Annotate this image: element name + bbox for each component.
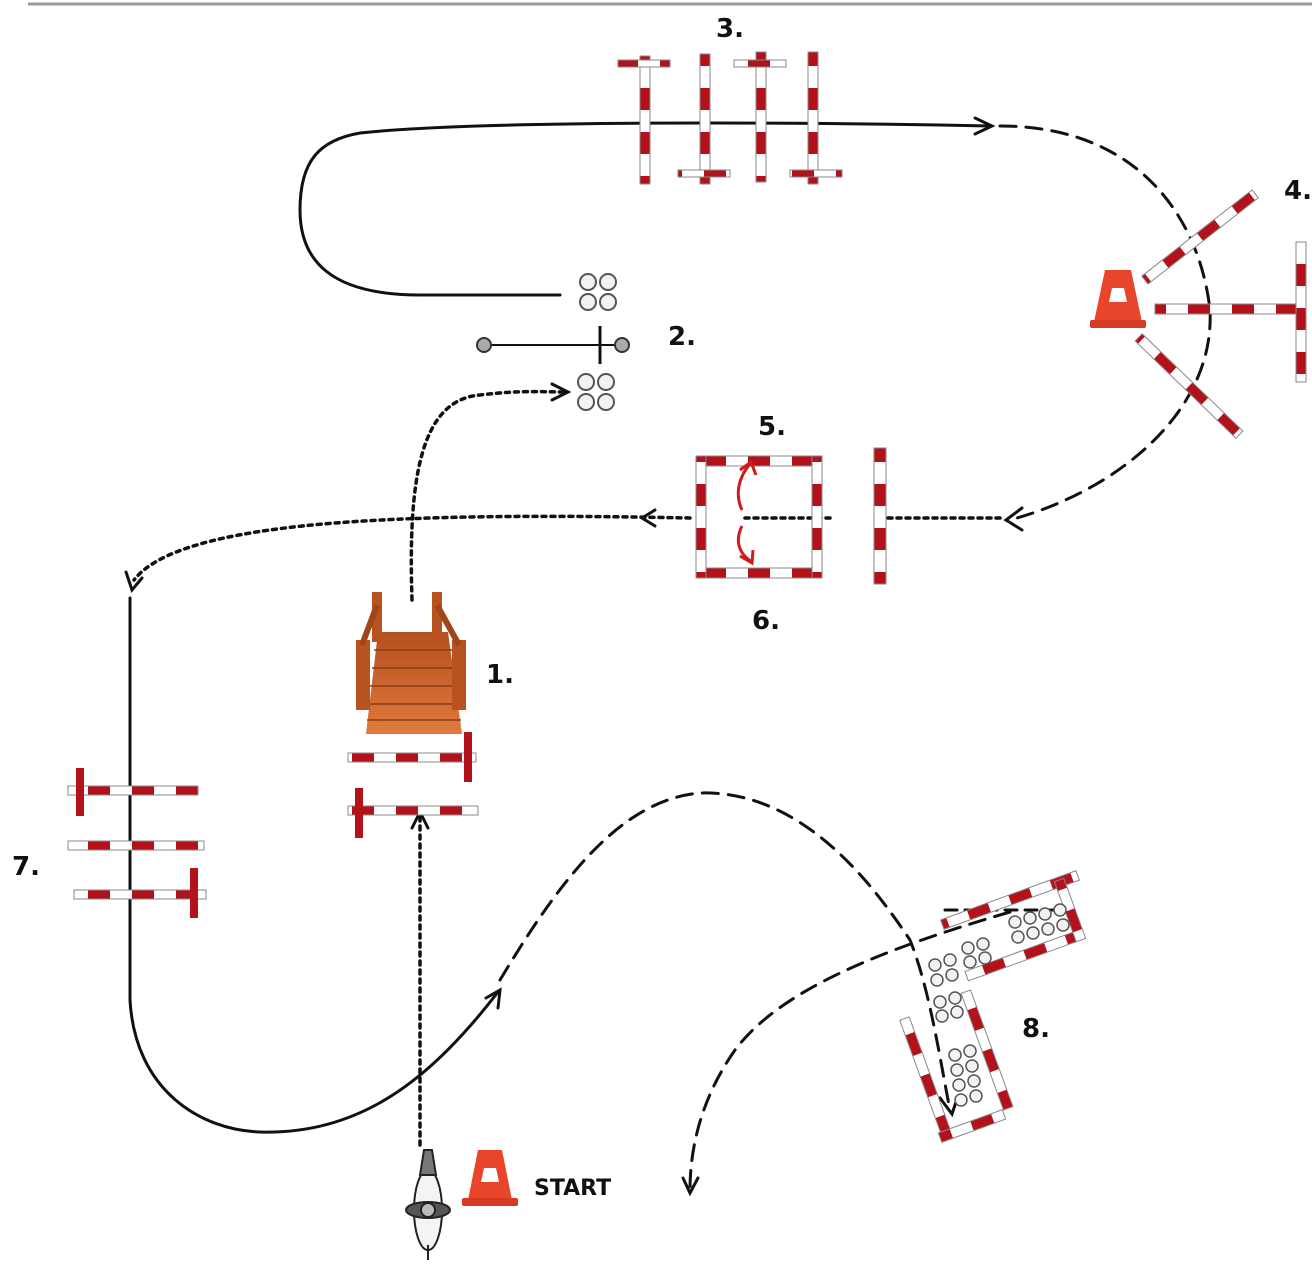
arrowhead-2 [550,382,572,402]
label-obstacle-7: 7. [12,852,40,882]
label-obstacle-6: 6. [752,606,780,636]
obstacle-2-line [476,326,630,364]
label-obstacle-3: 3. [716,14,744,44]
obstacle-7-poles [67,768,207,918]
arrowhead-west [639,508,657,528]
arrowhead-finish [681,1176,700,1197]
obstacle-2-gate [577,273,617,411]
label-obstacle-1: 1. [486,660,514,690]
arrowhead-loop [484,987,502,1010]
label-start: START [534,1176,612,1201]
obstacle-3-poles [617,51,843,185]
arrowhead-6 [1003,506,1024,532]
path-7-to-8 [128,596,500,1134]
bridge-icon [356,592,466,734]
cone-icon [1090,270,1146,328]
path-8-to-finish [688,910,1012,1192]
arrowhead-7 [124,570,144,594]
start-cone-icon [462,1150,518,1206]
obstacle-5-box [695,447,887,585]
label-obstacle-5: 5. [758,412,786,442]
arrowhead-3 [973,116,996,136]
horse-rider-icon [405,1149,451,1260]
path-2-to-3 [298,121,992,297]
label-obstacle-8: 8. [1022,1014,1050,1044]
path-3-to-6 [998,124,1212,522]
label-obstacle-4: 4. [1284,176,1312,206]
path-1-to-2 [409,389,567,602]
obstacle-1-poles [347,732,479,838]
obstacle-8-corridor [899,870,1087,1143]
turn-arrows [736,459,758,566]
path-to-8 [498,791,952,1112]
label-obstacle-2: 2. [668,322,696,352]
obstacle-4-poles [1134,189,1307,439]
path-6-to-7 [132,514,692,582]
